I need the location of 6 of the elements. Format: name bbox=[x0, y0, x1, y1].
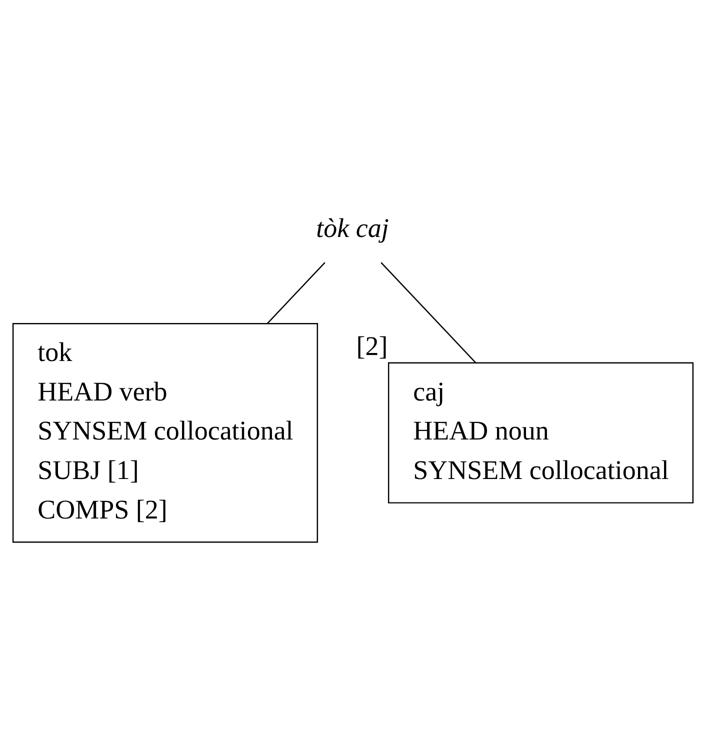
node-box: caj HEAD noun SYNSEM collocational bbox=[388, 362, 694, 503]
node-box: tok HEAD verb SYNSEM collocational SUBJ [1] COMPS [2] bbox=[12, 322, 318, 542]
connector bbox=[380, 262, 476, 363]
connector bbox=[267, 262, 326, 324]
node-text: tòk caj bbox=[316, 212, 389, 243]
node-label: [2] bbox=[356, 330, 388, 361]
